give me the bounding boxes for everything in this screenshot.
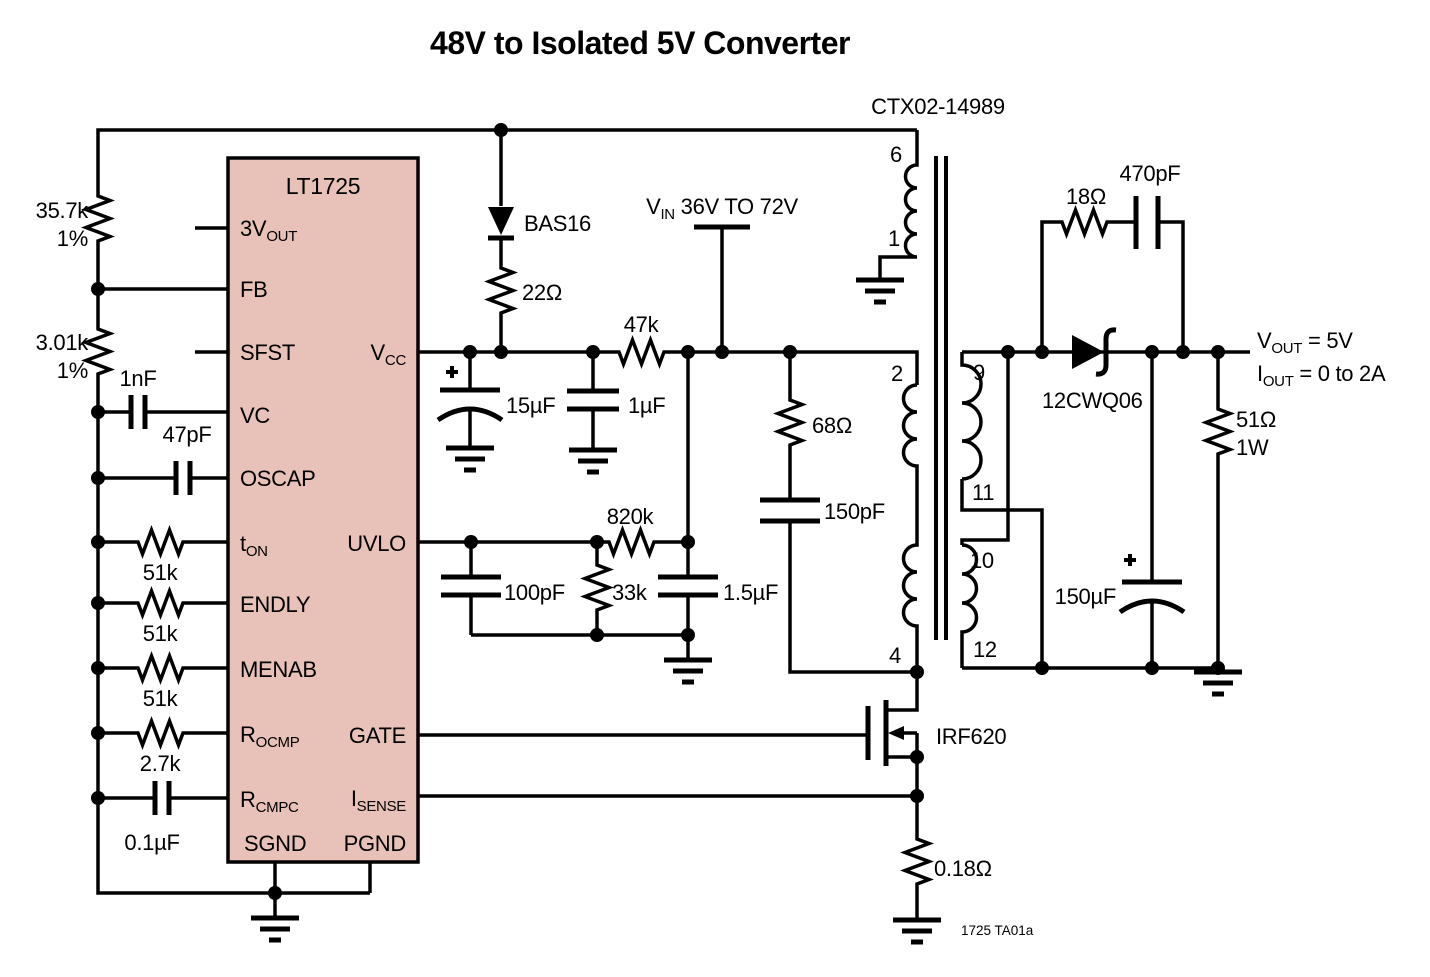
- label-vin: VIN 36V TO 72V: [646, 194, 798, 223]
- plus-sign: [446, 366, 458, 378]
- label-pin1: 1: [888, 226, 900, 251]
- label-r-35p7k: 35.7k: [36, 198, 90, 223]
- capacitor-1uf: [567, 388, 619, 412]
- winding-9-11: [960, 352, 1044, 668]
- capacitor-150pf: [760, 497, 820, 524]
- ic-pin-3vout: 3VOUT: [240, 216, 297, 245]
- label-q-irf620: IRF620: [936, 724, 1006, 749]
- label-iout: IOUT = 0 to 2A: [1257, 361, 1386, 390]
- capacitor-1nf: [128, 395, 148, 429]
- mosfet-arrow: [888, 726, 904, 740]
- wire-vcc: [418, 350, 919, 385]
- ic-pin-sgnd: SGND: [244, 831, 306, 856]
- label-pin11: 11: [972, 480, 994, 505]
- label-transformer-part: CTX02-14989: [871, 94, 1005, 119]
- ic-pin-menab: MENAB: [240, 657, 317, 682]
- wire-snubber: [1040, 220, 1185, 352]
- label-r-2p7k: 2.7k: [140, 751, 182, 776]
- wire-top-rail: [96, 128, 917, 192]
- label-pin2: 2: [891, 361, 903, 386]
- label-c-47pf: 47pF: [163, 422, 212, 447]
- transformer-core: [934, 156, 948, 640]
- wire-150pf: [788, 521, 917, 674]
- winding-6-1: [878, 130, 919, 280]
- label-r-22r: 22Ω: [522, 280, 562, 305]
- wire-drain: [886, 672, 919, 712]
- label-r-3p01k-tol: 1%: [57, 358, 88, 383]
- label-r-68r: 68Ω: [812, 413, 852, 438]
- label-r-0p18r: 0.18Ω: [934, 856, 992, 881]
- label-c-150pf: 150pF: [824, 499, 885, 524]
- label-r-820k: 820k: [607, 504, 655, 529]
- label-r-3p01k: 3.01k: [36, 330, 90, 355]
- winding-2-4: [901, 383, 919, 672]
- plus-sign: [1124, 554, 1136, 566]
- ic-pin-sfst: SFST: [240, 340, 295, 365]
- figure-note: 1725 TA01a: [961, 923, 1034, 938]
- ic-pin-uvlo: UVLO: [347, 531, 406, 556]
- capacitor-15uf: [436, 366, 504, 423]
- label-pin4: 4: [889, 643, 901, 668]
- ic-body-lt1725: [226, 156, 420, 864]
- label-r-47k: 47k: [624, 312, 660, 337]
- label-r-51r-w: 1W: [1236, 435, 1269, 460]
- mosfet-irf620: [865, 700, 904, 766]
- ic-pin-rcmpc: RCMPC: [240, 787, 299, 816]
- label-pin10: 10: [970, 548, 994, 573]
- label-c-0p1uf: 0.1µF: [124, 830, 179, 855]
- ic-pin-endly: ENDLY: [240, 592, 311, 617]
- ic-pin-pgnd: PGND: [344, 831, 406, 856]
- capacitor-100pf: [441, 574, 501, 598]
- capacitor-1p5uf: [658, 574, 718, 598]
- ic-pin-rocmp: ROCMP: [240, 722, 300, 751]
- label-c-1p5uf: 1.5µF: [723, 580, 778, 605]
- ic-pin-ton: tON: [240, 531, 268, 560]
- label-c-1nf: 1nF: [119, 366, 156, 391]
- label-pin6: 6: [890, 142, 902, 167]
- label-c-100pf: 100pF: [504, 580, 565, 605]
- label-r-51k-endly: 51k: [143, 621, 179, 646]
- label-vout: VOUT = 5V: [1257, 328, 1353, 357]
- label-pin12: 12: [973, 637, 997, 662]
- ic-pin-fb: FB: [240, 277, 268, 302]
- label-r-18r: 18Ω: [1066, 184, 1106, 209]
- ic-pin-oscap: OSCAP: [240, 466, 316, 491]
- capacitor-47pf: [173, 461, 193, 495]
- label-c-15uf: 15µF: [506, 393, 555, 418]
- ic-pin-vcc: VCC: [371, 340, 407, 369]
- ic-pin-gate: GATE: [349, 723, 406, 748]
- capacitor-0p1uf: [152, 781, 172, 815]
- junction-dots: [91, 123, 1225, 900]
- winding-10-12: [960, 543, 979, 668]
- page-title: 48V to Isolated 5V Converter: [430, 25, 850, 61]
- capacitor-470pf: [1133, 196, 1161, 249]
- label-r-35p7k-tol: 1%: [57, 226, 88, 251]
- diode-bas16: [488, 207, 514, 241]
- label-c-150uf: 150µF: [1055, 584, 1116, 609]
- wire-pin10-tie: [960, 352, 1010, 545]
- label-pin9: 9: [973, 360, 985, 385]
- components: [84, 190, 1242, 942]
- label-c-1uf: 1µF: [628, 393, 665, 418]
- capacitor-150uf: [1118, 554, 1186, 615]
- ic-name-label: LT1725: [286, 173, 361, 199]
- diode-12cwq06: [1072, 327, 1117, 377]
- label-d-12cwq06: 12CWQ06: [1042, 388, 1143, 413]
- ic-pin-vc: VC: [240, 403, 270, 428]
- label-r-51r: 51Ω: [1236, 407, 1276, 432]
- labels: 48V to Isolated 5V Converter LT1725 3VOU…: [36, 25, 1387, 938]
- label-r-51k-ton: 51k: [143, 560, 179, 585]
- ic-pin-isense: ISENSE: [351, 786, 406, 815]
- label-r-33k: 33k: [612, 580, 648, 605]
- label-d-bas16: BAS16: [524, 211, 591, 236]
- label-r-51k-menab: 51k: [143, 686, 179, 711]
- label-c-470pf: 470pF: [1120, 161, 1181, 186]
